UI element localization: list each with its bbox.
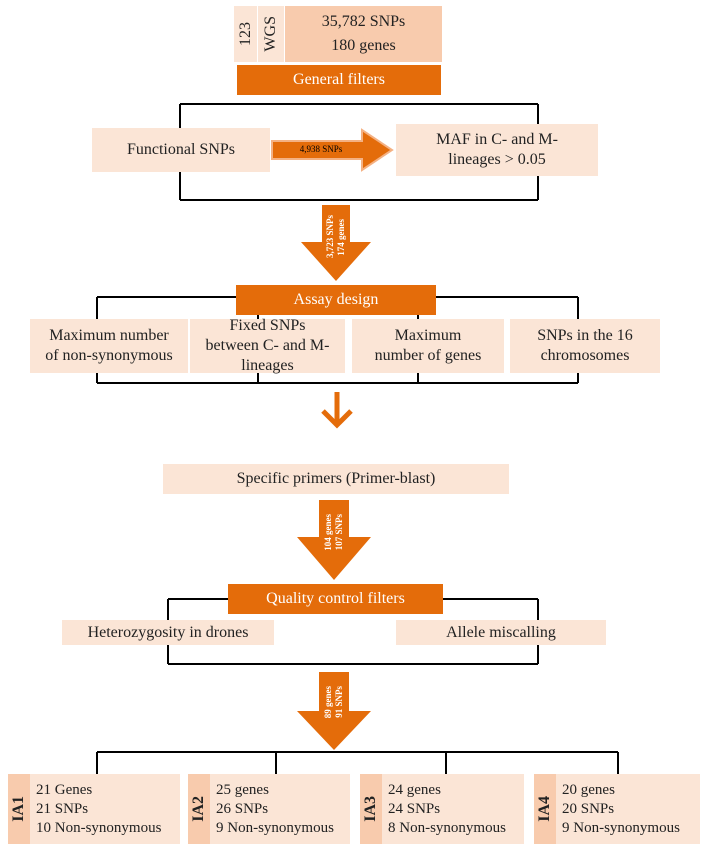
panel-genes: 25 genes [216,781,269,798]
criterion-label: Maximum number of non-synonymous [45,327,173,364]
allele-miscalling-box: Allele miscalling [396,620,606,645]
arrow-2-label: 104 genes 107 SNPs [319,501,349,563]
criterion-non-synonymous: Maximum number of non-synonymous [30,319,188,373]
panel-label: IA3 [362,796,379,822]
panel-stats: 21 Genes 21 SNPs 10 Non-synonymous [30,774,180,844]
general-filters-title: General filters [293,71,385,88]
criterion-chromosomes: SNPs in the 16 chromosomes [510,319,660,373]
wgs-count-cell: 123 [234,6,257,62]
small-down-arrow [321,392,353,429]
arrow-2-genes: 104 genes [323,513,333,551]
general-filters-box: General filters [237,65,441,95]
wgs-label-cell: WGS [258,6,284,62]
down-arrow-1 [301,205,371,281]
assay-design-box: Assay design [236,285,436,315]
panel-stats: 20 genes 20 SNPs 9 Non-synonymous [556,774,700,844]
arrow-1-snps: 3,723 SNPs [325,215,335,259]
panel-label-cell: IA2 [188,774,210,844]
criterion-label: Fixed SNPs between C- and M-lineages [205,317,330,374]
panel-label-cell: IA4 [534,774,556,844]
panel-genes: 21 Genes [36,781,93,798]
panel-label: IA1 [10,796,27,822]
maf-box: MAF in C- and M-lineages > 0.05 [396,124,598,176]
panel-snps: 20 SNPs [562,800,615,817]
heterozygosity-box: Heterozygosity in drones [62,620,274,645]
panel-nonsyn: 9 Non-synonymous [562,819,680,836]
panel-label: IA2 [190,796,207,822]
panel-label-cell: IA1 [8,774,30,844]
panel-snps: 24 SNPs [388,800,441,817]
panel-label-cell: IA3 [360,774,382,844]
panel-genes: 20 genes [562,781,615,798]
panel-nonsyn: 9 Non-synonymous [216,819,334,836]
assay-design-title: Assay design [293,291,379,308]
specific-primers-box: Specific primers (Primer-blast) [163,464,509,494]
down-arrow-2 [297,500,371,580]
criterion-fixed-snps: Fixed SNPs between C- and M-lineages [190,317,345,374]
quality-control-title: Quality control filters [266,590,405,607]
panel-stats: 25 genes 26 SNPs 9 Non-synonymous [210,774,350,844]
panel-nonsyn: 10 Non-synonymous [36,819,162,836]
specific-primers-label: Specific primers (Primer-blast) [236,470,436,487]
criterion-label: SNPs in the 16 chromosomes [537,327,633,364]
allele-miscalling-label: Allele miscalling [446,623,556,641]
maf-label: MAF in C- and M-lineages > 0.05 [436,131,558,168]
criterion-label: Maximum number of genes [374,327,482,364]
quality-control-box: Quality control filters [228,584,443,614]
functional-snps-label: Functional SNPs [126,141,235,158]
panel-genes: 24 genes [388,781,441,798]
arrow-2-snps: 107 SNPs [334,513,344,551]
wgs-snps: 35,782 SNPs [321,13,406,30]
horizontal-arrow [271,128,394,172]
wgs-genes: 180 genes [331,37,396,54]
wgs-count: 123 [236,22,254,46]
arrow-1-label: 3,723 SNPs 174 genes [322,206,350,268]
panel-snps: 21 SNPs [36,800,89,817]
panel-snps: 26 SNPs [216,800,269,817]
arrow-snp-count: 4,938 SNPs [299,144,343,154]
panel-ia1: IA1 21 Genes 21 SNPs 10 Non-synonymous [8,774,180,844]
heterozygosity-label: Heterozygosity in drones [87,623,249,641]
wgs-label: WGS [262,16,279,52]
down-arrow-3 [297,672,371,750]
panel-label: IA4 [536,796,553,822]
panel-stats: 24 genes 24 SNPs 8 Non-synonymous [382,774,524,844]
arrow-3-snps: 91 SNPs [334,686,344,718]
criterion-genes: Maximum number of genes [352,319,504,373]
functional-snps-box: Functional SNPs [92,128,270,172]
panel-ia3: IA3 24 genes 24 SNPs 8 Non-synonymous [360,774,524,844]
panel-ia4: IA4 20 genes 20 SNPs 9 Non-synonymous [534,774,700,844]
wgs-stats-box: 35,782 SNPs 180 genes [285,6,442,62]
panel-ia2: IA2 25 genes 26 SNPs 9 Non-synonymous [188,774,350,844]
arrow-1-genes: 174 genes [336,218,346,256]
panel-nonsyn: 8 Non-synonymous [388,819,506,836]
arrow-3-genes: 89 genes [323,685,333,719]
arrow-3-label: 89 genes 91 SNPs [319,673,349,731]
